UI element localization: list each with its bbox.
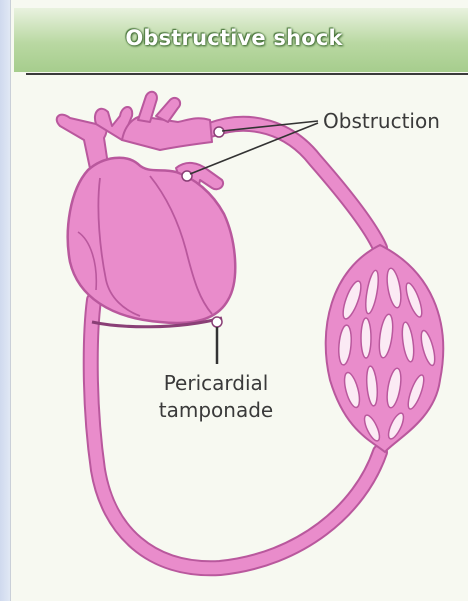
tamponade-marker	[212, 317, 222, 364]
capillary-bed	[326, 245, 444, 452]
obstruction-label: Obstruction	[323, 109, 440, 133]
tamponade-label-line-1: Pericardial	[136, 370, 296, 397]
obstruction-marker-pulmonary	[182, 171, 192, 181]
obstruction-marker-aorta	[214, 127, 224, 137]
pericardial-tamponade-label: Pericardial tamponade	[136, 370, 296, 424]
tamponade-label-line-2: tamponade	[136, 397, 296, 424]
